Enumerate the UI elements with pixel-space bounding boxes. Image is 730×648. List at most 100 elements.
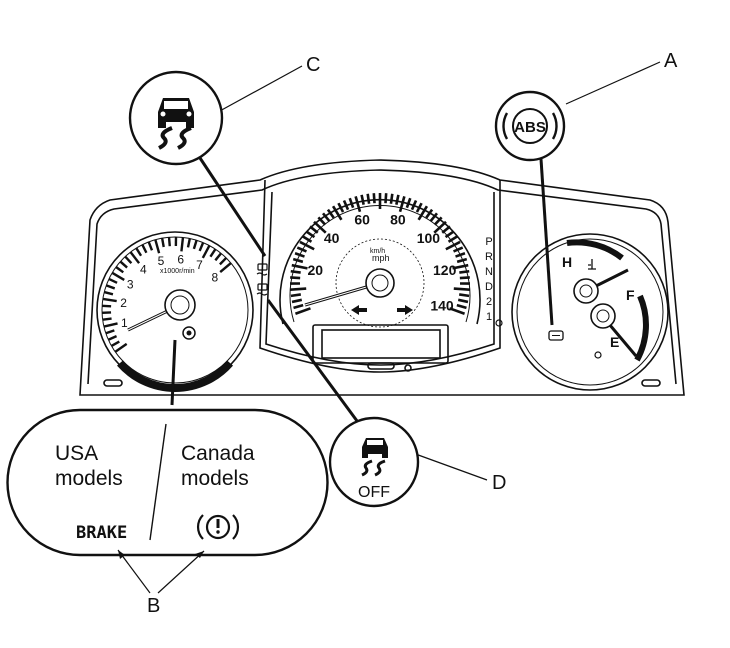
speedometer-tick (337, 202, 345, 213)
fuel-empty-label: E (610, 334, 619, 350)
speedometer-tick (305, 230, 316, 239)
speedometer-tick (445, 240, 461, 251)
callout-d-label: D (492, 472, 506, 494)
tachometer-tick (219, 257, 228, 266)
vsa-indicators-small (256, 263, 268, 296)
speedometer-label: 40 (324, 230, 340, 246)
speedometer-tick (294, 307, 311, 316)
speedometer-tick (405, 197, 412, 209)
speedometer-tick (453, 246, 464, 253)
speedometer-tick (458, 293, 470, 298)
tachometer-label: 3 (127, 278, 134, 292)
callout-brake-pointer (170, 339, 177, 406)
speedometer-tick (296, 246, 307, 253)
speedometer-tick (291, 263, 308, 270)
legend-divider (149, 423, 167, 541)
abs-icon (512, 108, 548, 144)
gear-indicator-label: R (485, 251, 493, 263)
tachometer-label: 4 (140, 263, 147, 277)
tachometer-tick (209, 248, 217, 258)
tachometer-tick (198, 242, 205, 252)
speedometer-tick (354, 196, 362, 213)
tachometer-lower-band (116, 360, 234, 392)
speedometer-tick (459, 276, 470, 280)
tachometer-tick (102, 304, 112, 308)
speedometer-tick (456, 303, 467, 310)
tachometer-label: 6 (177, 252, 184, 266)
speedometer-tick (384, 193, 388, 204)
legend-usa-line1: USA (55, 442, 98, 465)
tachometer-tick (201, 245, 211, 259)
gear-indicator-label: 1 (486, 311, 492, 323)
tachometer-tick (160, 237, 165, 248)
brake-warning-icon (196, 514, 240, 540)
tachometer-tick (103, 322, 118, 328)
fuel-band (634, 294, 649, 362)
speedometer-label: 20 (308, 262, 324, 278)
speedometer-label: 140 (430, 298, 454, 314)
speedometer-tick (291, 298, 303, 304)
speedometer-tick (415, 202, 423, 213)
speedometer-label: 120 (433, 262, 457, 278)
speedometer-tick (457, 298, 469, 304)
vsa-skid-icon (158, 98, 194, 150)
legend-canada-line2: models (181, 467, 249, 490)
tachometer-label: 2 (120, 296, 127, 310)
speedometer-tick (444, 230, 455, 239)
speedometer-tick (389, 193, 394, 204)
gear-indicator-label: 2 (486, 296, 492, 308)
speedometer-tick (292, 257, 304, 264)
callout-a-label: A (664, 50, 678, 72)
tachometer-tick (141, 244, 148, 254)
callout-a: A ABS (494, 50, 678, 326)
callout-b-label: B (147, 595, 160, 617)
tachometer-label: 1 (121, 316, 128, 330)
tachometer-label: 8 (211, 271, 218, 285)
tachometer-tick (124, 255, 133, 264)
legend-panel (6, 408, 329, 557)
tachometer-tick (186, 238, 192, 248)
speedometer-tick (455, 252, 466, 258)
speedometer-tick (459, 269, 470, 274)
tachometer-tick (111, 271, 125, 281)
speedometer-tick (425, 208, 434, 219)
speedometer-tick (417, 205, 429, 221)
tachometer-tick (129, 251, 141, 264)
brake-legend: USA models Canada models BRAKE B (6, 339, 329, 617)
tachometer-tick (115, 266, 124, 274)
turn-signal-right-icon (397, 305, 413, 315)
speedometer-tick (294, 252, 305, 258)
gear-indicator-label: D (485, 281, 493, 293)
speedometer-tick (299, 240, 315, 251)
fuel-temp-gauge: H F E (511, 233, 669, 391)
callout-c-pointer (198, 157, 267, 257)
tachometer-tick (103, 290, 114, 296)
speedometer-tick (313, 220, 327, 234)
speedometer-tick (453, 287, 470, 292)
tachometer-tick (110, 340, 120, 348)
tachometer-tick (147, 241, 154, 251)
turn-signal-left-icon (351, 305, 367, 315)
temp-high-label: H (562, 254, 572, 270)
callout-c: C (128, 54, 320, 257)
speedometer-tick (429, 212, 438, 222)
tachometer-tick (219, 262, 232, 273)
speedometer-tick (456, 257, 468, 264)
tachometer-tick (105, 329, 115, 335)
tachometer-tick (135, 247, 143, 257)
speedometer-label: 60 (354, 211, 370, 227)
vsa-off-icon (361, 438, 388, 477)
tachometer-unit: x1000r/min (160, 268, 195, 275)
speedometer-tick (433, 220, 447, 234)
kmh-unit: km/h (370, 248, 385, 255)
speedometer-ticks (289, 193, 471, 316)
speedometer-tick (293, 303, 304, 310)
speedometer-tick (360, 194, 365, 205)
kmh-inner-scale (335, 238, 425, 328)
callout-d: D OFF (266, 299, 506, 508)
speedometer-tick (410, 199, 418, 211)
